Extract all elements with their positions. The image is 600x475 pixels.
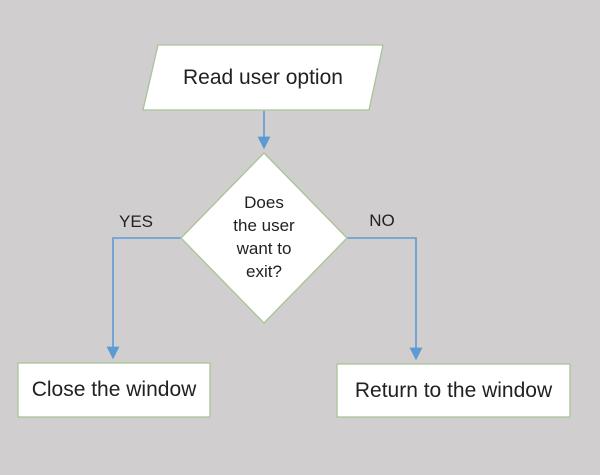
io-parallelogram-shape [142,44,384,111]
close-window-rect-shape [17,362,211,418]
connector-yes-branch [106,237,181,360]
return-window-rect-shape [336,363,571,418]
connector-no-branch [347,237,423,361]
decision-diamond-shape [180,152,348,324]
